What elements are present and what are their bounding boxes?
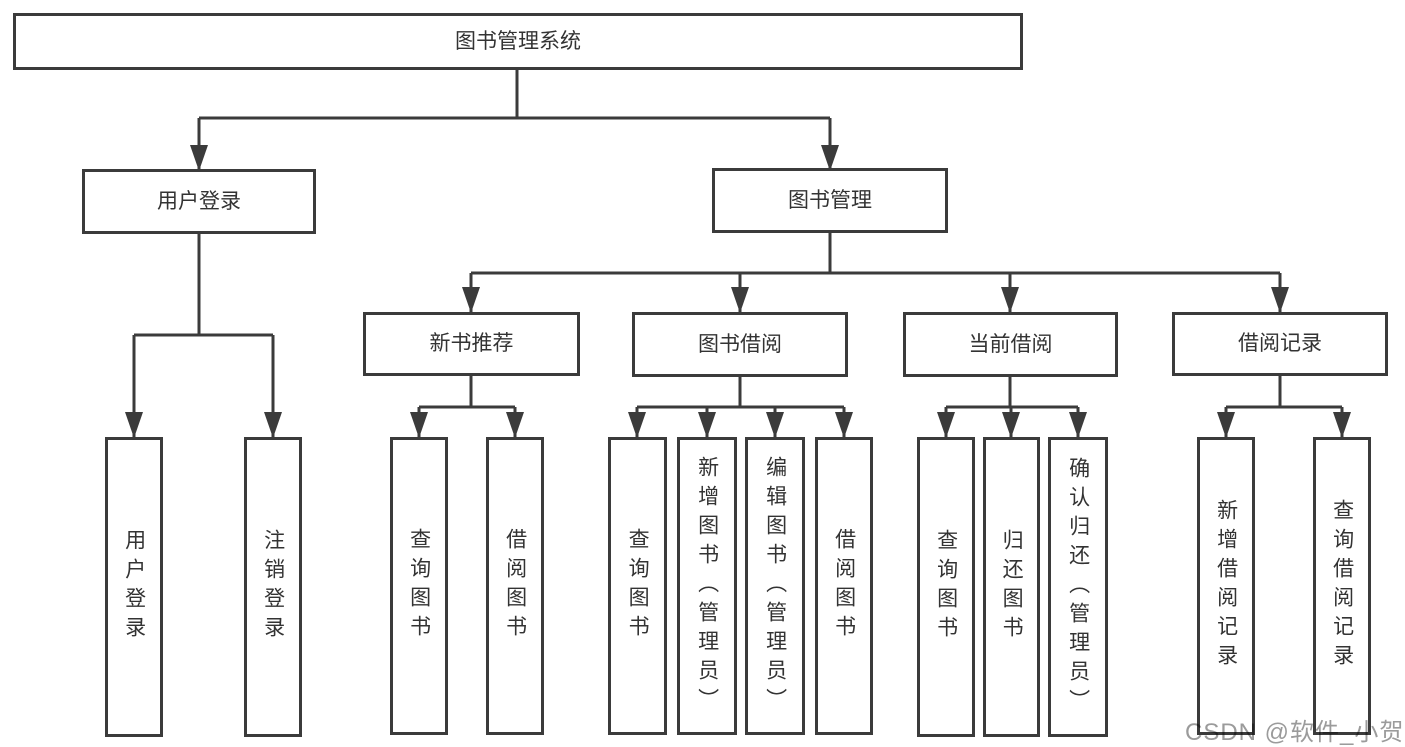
connector-newbook-to-leaves [410,376,524,438]
node-user-login-branch: 用户登录 [82,169,316,234]
node-library-management-system: 图书管理系统 [13,13,1023,70]
node-book-borrowing: 图书借阅 [632,312,848,377]
connector-login-to-leaves [125,234,282,438]
leaf-bb-query-books: 查询图书 [608,437,667,735]
connector-root-to-level2 [190,70,839,171]
leaf-nbr-query-books: 查询图书 [390,437,448,735]
leaf-cb-query-books: 查询图书 [917,437,975,737]
connector-management-to-level3 [462,233,1289,313]
leaf-user-login: 用户登录 [105,437,163,737]
leaf-cb-return-books: 归还图书 [983,437,1040,737]
connector-records-to-leaves [1217,376,1351,438]
connector-bookborrow-to-leaves [628,377,853,438]
leaf-cb-confirm-return-admin: 确认归还（管理员） [1048,437,1108,737]
leaf-bb-edit-books-admin: 编辑图书（管理员） [745,437,805,735]
leaf-bb-add-books-admin: 新增图书（管理员） [677,437,737,735]
node-new-book-recommend: 新书推荐 [363,312,580,376]
leaf-logout-login: 注销登录 [244,437,302,737]
leaf-br-query-record: 查询借阅记录 [1313,437,1371,735]
connector-currentborrow-to-leaves [937,377,1087,438]
watermark: CSDN @软件_小贺同学 [1185,719,1405,746]
leaf-bb-borrow-books: 借阅图书 [815,437,873,735]
leaf-br-add-record: 新增借阅记录 [1197,437,1255,735]
node-borrow-records: 借阅记录 [1172,312,1388,376]
leaf-nbr-borrow-books: 借阅图书 [486,437,544,735]
node-current-borrowing: 当前借阅 [903,312,1118,377]
node-book-management: 图书管理 [712,168,948,233]
